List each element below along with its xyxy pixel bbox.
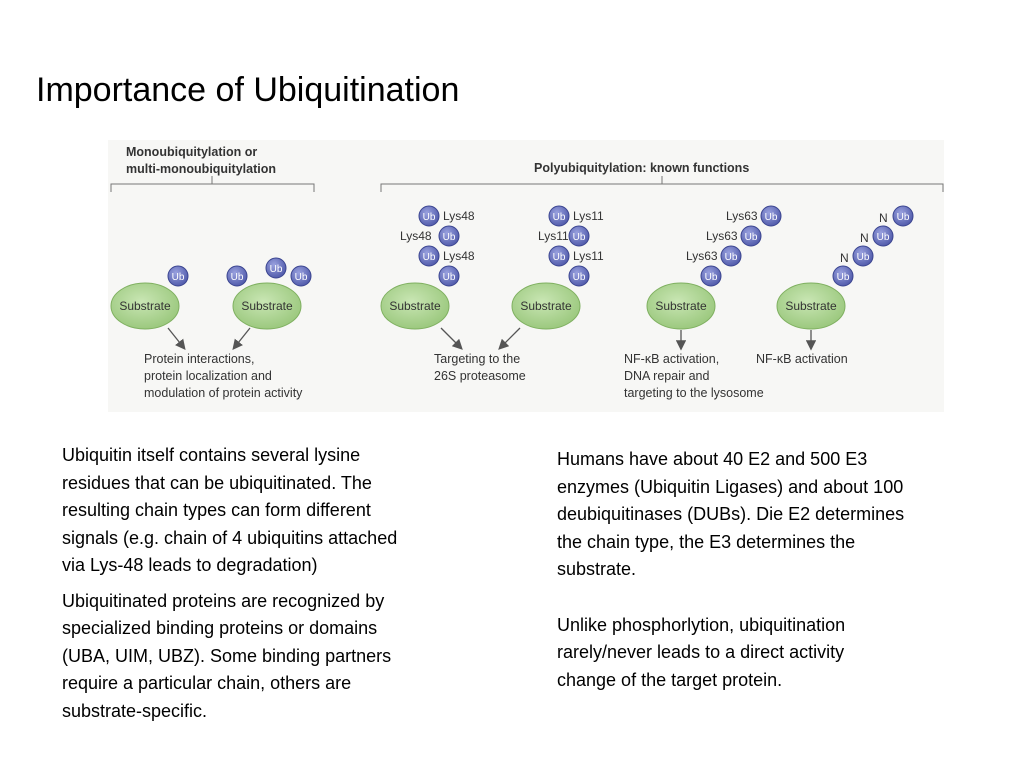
caption-lys63: DNA repair and [624, 369, 710, 383]
ub-label: Ub [705, 272, 718, 283]
ub-label: Ub [897, 212, 910, 223]
n-label: N [879, 211, 888, 225]
ub-circle [226, 265, 248, 287]
lys63-label: Lys63 [686, 249, 718, 263]
substrate-label: Substrate [389, 299, 441, 313]
substrate-ellipse [232, 282, 302, 330]
lys11-label: Lys11 [538, 229, 569, 243]
slide-title: Importance of Ubiquitination [36, 71, 460, 109]
arrow [498, 327, 521, 350]
ub-label: Ub [725, 252, 738, 263]
caption-lys63: targeting to the lysosome [624, 386, 764, 400]
substrate-ellipse [380, 282, 450, 330]
ub-label: Ub [295, 272, 308, 283]
arrow [232, 327, 251, 351]
caption-mono: Protein interactions, [144, 352, 254, 366]
ub-circle [760, 205, 782, 227]
ub-label: Ub [443, 272, 456, 283]
arrow [167, 327, 186, 351]
ub-circle [290, 265, 312, 287]
ub-circle [438, 265, 460, 287]
caption-proteasome: Targeting to the [434, 352, 520, 366]
ub-label: Ub [270, 264, 283, 275]
left-paragraph-2: Ubiquitinated proteins are recognized by… [62, 590, 392, 721]
ub-circle [720, 245, 742, 267]
mono-header-line1: Monoubiquitylation or [126, 145, 257, 159]
mono-header-line2: multi-monoubiquitylation [126, 162, 276, 176]
ub-label: Ub [443, 232, 456, 243]
substrate-ellipse [110, 282, 180, 330]
ub-circle [418, 205, 440, 227]
ub-label: Ub [877, 232, 890, 243]
n-label: N [860, 231, 869, 245]
n-label: N [840, 251, 849, 265]
ub-circle [265, 257, 287, 279]
ub-circle [568, 225, 590, 247]
brackets [110, 176, 944, 192]
lys48-label: Lys48 [400, 229, 432, 243]
ub-circle [872, 225, 894, 247]
caption-linear: NF-κB activation [756, 352, 848, 366]
lys48-label: Lys48 [443, 209, 475, 223]
lys11-label: Lys11 [573, 209, 604, 223]
ub-label: Ub [423, 212, 436, 223]
ub-circle [892, 205, 914, 227]
substrate-label: Substrate [241, 299, 293, 313]
ub-label: Ub [231, 272, 244, 283]
right-paragraph-2: Unlike phosphorlytion, ubiquitination ra… [557, 614, 846, 690]
substrate-label: Substrate [520, 299, 572, 313]
ub-label: Ub [172, 272, 185, 283]
arrow [440, 327, 463, 350]
poly-header: Polyubiquitylation: known functions [534, 161, 749, 175]
ub-circle [852, 245, 874, 267]
caption-lys63: NF-κB activation, [624, 352, 719, 366]
caption-mono: protein localization and [144, 369, 272, 383]
substrate-ellipse [511, 282, 581, 330]
ub-label: Ub [573, 272, 586, 283]
substrate-label: Substrate [119, 299, 171, 313]
ub-circle [568, 265, 590, 287]
ubiquitination-diagram: Monoubiquitylation or multi-monoubiquity… [110, 145, 944, 400]
ub-circle [438, 225, 460, 247]
substrate-label: Substrate [655, 299, 707, 313]
caption-proteasome: 26S proteasome [434, 369, 526, 383]
ub-circle [832, 265, 854, 287]
ub-circle [740, 225, 762, 247]
ub-circle [418, 245, 440, 267]
ub-label: Ub [423, 252, 436, 263]
lys11-label: Lys11 [573, 249, 604, 263]
ubiquitination-figure: Monoubiquitylation or multi-monoubiquity… [108, 140, 944, 412]
right-text-block: Humans have about 40 E2 and 500 E3 enzym… [557, 446, 977, 694]
right-paragraph-1: Humans have about 40 E2 and 500 E3 enzym… [557, 449, 905, 579]
ub-label: Ub [837, 272, 850, 283]
caption-mono: modulation of protein activity [144, 386, 303, 400]
ub-circle [548, 245, 570, 267]
substrate-ellipse [776, 282, 846, 330]
ub-circle [700, 265, 722, 287]
lys63-label: Lys63 [726, 209, 758, 223]
lys48-label: Lys48 [443, 249, 475, 263]
ub-label: Ub [765, 212, 778, 223]
lys63-label: Lys63 [706, 229, 738, 243]
left-paragraph-1: Ubiquitin itself contains several lysine… [62, 445, 398, 575]
ub-label: Ub [553, 212, 566, 223]
substrate-label: Substrate [785, 299, 837, 313]
ub-circle [167, 265, 189, 287]
ub-label: Ub [553, 252, 566, 263]
ub-label: Ub [573, 232, 586, 243]
substrate-ellipse [646, 282, 716, 330]
ub-label: Ub [745, 232, 758, 243]
ub-label: Ub [857, 252, 870, 263]
left-text-block: Ubiquitin itself contains several lysine… [62, 442, 482, 725]
ub-circle [548, 205, 570, 227]
